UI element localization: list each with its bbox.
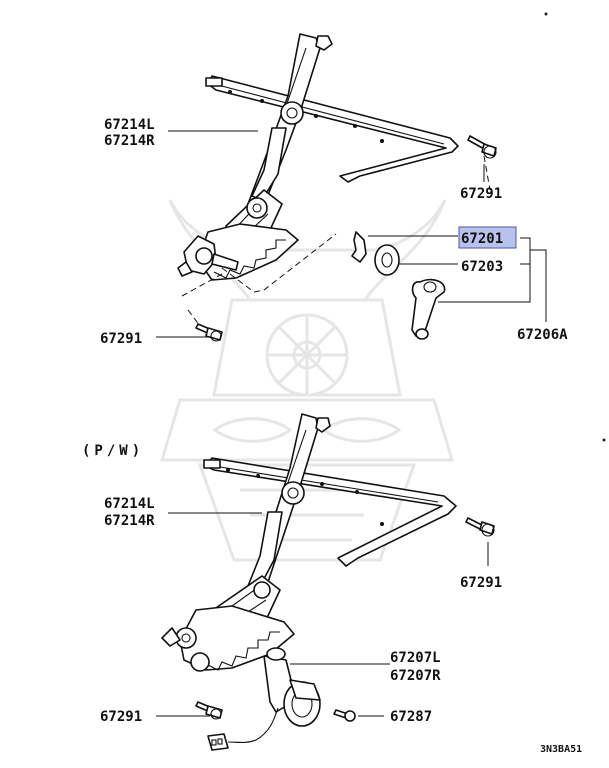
label-67287: 67287 <box>390 709 432 725</box>
window-crank-handle <box>411 278 446 340</box>
label-67201[interactable]: 67201 <box>461 231 503 247</box>
label-67206a: 67206A <box>517 327 568 343</box>
label-67207r: 67207R <box>390 668 441 684</box>
highlight-box <box>458 226 517 249</box>
window-regulator-lower <box>161 413 457 672</box>
screw-icon <box>333 709 356 722</box>
label-67207l: 67207L <box>390 650 441 666</box>
label-67291-upper-right: 67291 <box>460 186 502 202</box>
label-67214r-upper: 67214R <box>104 133 155 149</box>
label-67291-lower-left: 67291 <box>100 709 142 725</box>
label-67214l-upper: 67214L <box>104 117 155 133</box>
bolt-lower-right-icon <box>465 517 495 537</box>
spacer-washer <box>374 244 400 276</box>
window-regulator-upper <box>177 33 459 281</box>
label-67291-lower-right: 67291 <box>460 575 502 591</box>
label-67214l-lower: 67214L <box>104 496 155 512</box>
corner-dot <box>544 12 548 16</box>
handle-clip <box>351 231 367 263</box>
corner-dot <box>602 438 606 442</box>
label-67203: 67203 <box>461 259 503 275</box>
label-67291-upper-left: 67291 <box>100 331 142 347</box>
diagram-code: 3N3BA51 <box>540 744 582 755</box>
window-motor <box>207 647 321 751</box>
bolt-upper-left-icon <box>195 323 223 342</box>
pw-title: (P/W) <box>82 443 144 459</box>
bolt-upper-right-icon <box>467 135 497 159</box>
label-67214r-lower: 67214R <box>104 513 155 529</box>
bolt-lower-left-icon <box>195 701 223 720</box>
